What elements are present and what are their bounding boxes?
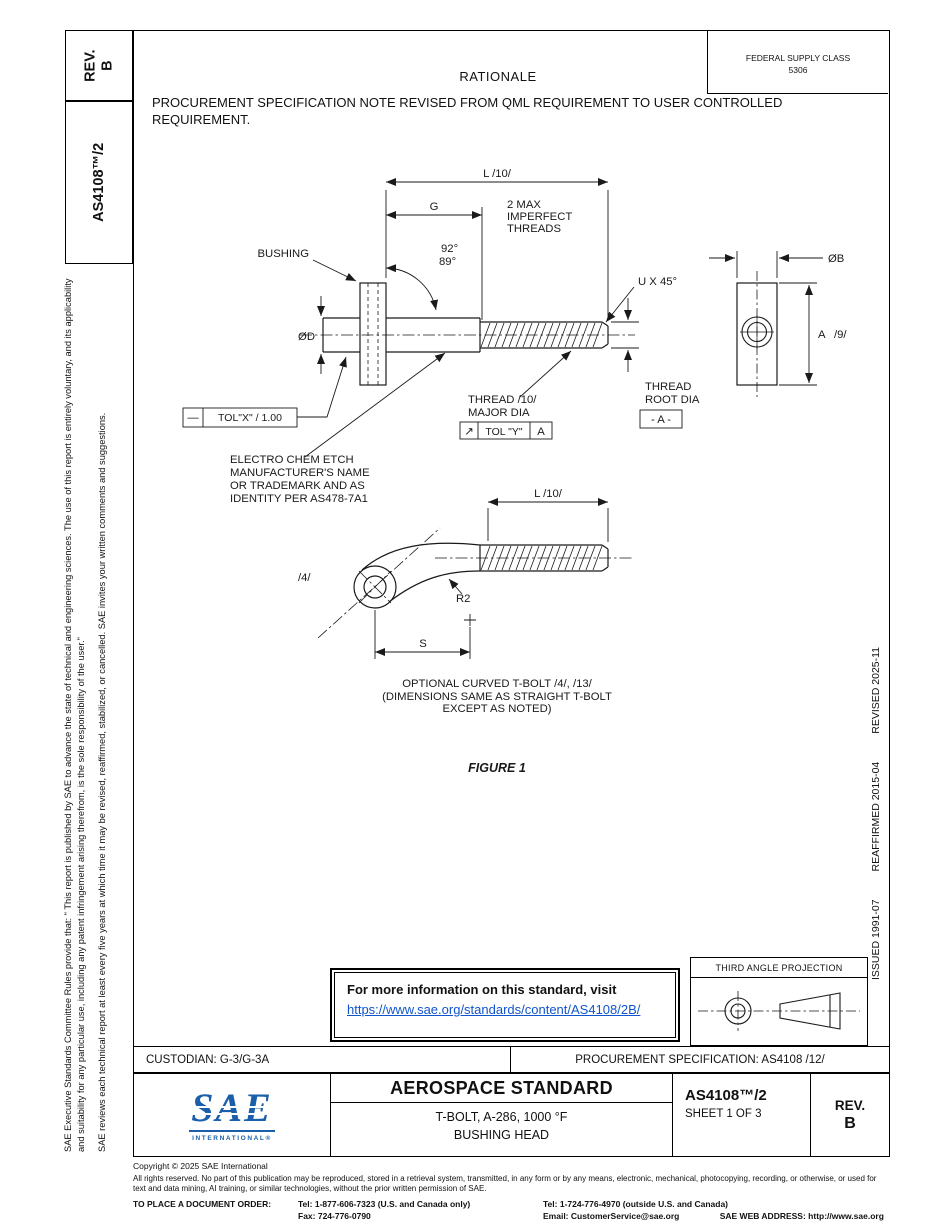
etch-label-2: MANUFACTURER'S NAME [230, 467, 370, 479]
tol-x-label: TOL"X" / 1.00 [218, 412, 282, 424]
revision-history: ISSUED 1991-07 REAFFIRMED 2015-04 REVISE… [870, 615, 886, 980]
left-disclaimer: SAE Executive Standards Committee Rules … [62, 272, 116, 1152]
custodian-label: CUSTODIAN: G-3/G-3A [134, 1047, 511, 1072]
chamfer-label: U X 45° [638, 276, 677, 288]
curved-bolt-outline [317, 527, 632, 639]
federal-supply-class-value: 5306 [788, 64, 808, 75]
dim-length-label: L /10/ [483, 168, 512, 180]
rev-value: B [98, 60, 115, 72]
end-view [709, 251, 823, 397]
imperfect-threads-label-3: THREADS [507, 223, 561, 235]
end-view-labels: ØB A /9/ [818, 253, 847, 341]
tel-us: Tel: 1-877-606-7323 (U.S. and Canada onl… [298, 1198, 471, 1209]
email: Email: CustomerService@sae.org [543, 1211, 680, 1222]
dim-g-label: G [430, 201, 439, 213]
copyright-text: Copyright © 2025 SAE International [133, 1161, 268, 1171]
more-info-box: For more information on this standard, v… [330, 968, 680, 1042]
sheet-number: SHEET 1 OF 3 [685, 1108, 762, 1120]
curved-bolt-dimensions [374, 498, 609, 659]
federal-supply-class-label: FEDERAL SUPPLY CLASS [745, 53, 851, 63]
procurement-spec-label: PROCUREMENT SPECIFICATION: AS4108 /12/ [575, 1053, 825, 1066]
order-label: TO PLACE A DOCUMENT ORDER: [133, 1198, 272, 1209]
doc-number-box: AS4108™/2 [65, 100, 133, 264]
standard-link[interactable]: https://www.sae.org/standards/content/AS… [347, 1002, 641, 1017]
rationale-title: RATIONALE [459, 69, 537, 84]
sae-logo-bar [189, 1129, 275, 1133]
tel-intl: Tel: 1-724-776-4970 (outside U.S. and Ca… [543, 1198, 729, 1209]
standard-title-line2: BUSHING HEAD [453, 1127, 550, 1142]
disclaimer-paragraph-1: SAE Executive Standards Committee Rules … [63, 278, 87, 1152]
sae-logo: SAE INTERNATIONAL® [134, 1074, 331, 1156]
optional-note-2: (DIMENSIONS SAME AS STRAIGHT T-BOLT [382, 691, 612, 703]
revision-label: REV. [834, 1097, 866, 1113]
figure-caption: FIGURE 1 [468, 761, 526, 775]
etch-label-3: OR TRADEMARK AND AS [230, 480, 365, 492]
third-angle-projection-icon [698, 991, 860, 1031]
third-angle-projection-box: THIRD ANGLE PROJECTION [690, 957, 868, 1046]
optional-note-1: OPTIONAL CURVED T-BOLT /4/, /13/ [402, 678, 592, 690]
thread-major-label-1: THREAD /10/ [468, 394, 537, 406]
dia-d-label: ØD [298, 331, 315, 343]
runout-symbol-icon: ↗ [464, 426, 473, 438]
revision-value: B [844, 1114, 856, 1132]
revised-date: REVISED 2025-11 [870, 646, 882, 734]
rev-box: REV. B [65, 30, 133, 102]
dim-a-label: A [818, 329, 826, 341]
disclaimer-paragraph-2: SAE reviews each technical report at lea… [96, 412, 107, 1152]
rev-label: REV. [82, 49, 99, 83]
sae-logo-text: SAE [185, 1084, 279, 1130]
runout-tol-label: TOL "Y" [485, 426, 522, 438]
straight-bolt-labels: L /10/ G 2 MAX IMPERFECT THREADS BUSHING… [187, 168, 700, 505]
imperfect-threads-label-2: IMPERFECT [507, 211, 572, 223]
standard-title-cell: AEROSPACE STANDARD T-BOLT, A-286, 1000 °… [331, 1074, 673, 1156]
rights-text: All rights reserved. No part of this pub… [133, 1173, 877, 1193]
thread-major-label-2: MAJOR DIA [468, 407, 530, 419]
contact-block: TO PLACE A DOCUMENT ORDER: Tel: 1-877-60… [133, 1199, 890, 1222]
bushing-label: BUSHING [258, 248, 309, 260]
optional-note-3: EXCEPT AS NOTED) [442, 703, 551, 715]
angle-92-label: 92° [441, 243, 458, 255]
straightness-symbol-icon: — [187, 412, 199, 424]
document-number-cell: AS4108™/2 SHEET 1 OF 3 [673, 1074, 811, 1156]
radius-label: R2 [456, 593, 470, 605]
runout-datum-label: A [537, 426, 545, 438]
document-number: AS4108™/2 [685, 1087, 767, 1104]
projection-label: THIRD ANGLE PROJECTION [691, 958, 867, 978]
etch-label-4: IDENTITY PER AS478-7A1 [230, 493, 368, 505]
doc-number-vertical: AS4108™/2 [90, 142, 107, 222]
dia-b-label: ØB [828, 253, 844, 265]
issued-date: ISSUED 1991-07 [870, 899, 882, 980]
angle-89-label: 89° [439, 256, 456, 268]
web-address: SAE WEB ADDRESS: http://www.sae.org [719, 1211, 884, 1222]
curved-note-label: /4/ [298, 572, 311, 584]
thread-root-label-1: THREAD [645, 381, 691, 393]
standard-title-line1: T-BOLT, A-286, 1000 °F [435, 1110, 568, 1124]
standard-type: AEROSPACE STANDARD [331, 1074, 672, 1103]
footer: Copyright © 2025 SAE International All r… [133, 1161, 890, 1222]
figure-1-drawing: L /10/ G 2 MAX IMPERFECT THREADS BUSHING… [182, 168, 847, 775]
custodian-row: CUSTODIAN: G-3/G-3A PROCUREMENT SPECIFIC… [133, 1046, 890, 1073]
curved-bolt-labels: L /10/ /4/ R2 S [298, 488, 563, 650]
imperfect-threads-label-1: 2 MAX [507, 199, 541, 211]
dim-a-note-label: /9/ [834, 329, 847, 341]
reaffirmed-date: REAFFIRMED 2015-04 [870, 761, 882, 872]
sae-logo-subtext: INTERNATIONAL® [192, 1135, 272, 1143]
figure-notes: OPTIONAL CURVED T-BOLT /4/, /13/ (DIMENS… [382, 678, 612, 775]
thread-root-label-2: ROOT DIA [645, 394, 700, 406]
dim-s-label: S [419, 638, 427, 650]
straight-bolt-dimensions [182, 178, 683, 458]
federal-supply-class-box: FEDERAL SUPPLY CLASS 5306 [707, 31, 888, 94]
dim-length-curved-label: L /10/ [534, 488, 563, 500]
datum-a-label: - A - [651, 414, 671, 426]
fax: Fax: 724-776-0790 [298, 1211, 371, 1222]
revision-cell: REV. B [811, 1074, 889, 1156]
more-info-text: For more information on this standard, v… [347, 982, 617, 997]
etch-label-1: ELECTRO CHEM ETCH [230, 454, 354, 466]
rationale-text: PROCUREMENT SPECIFICATION NOTE REVISED F… [152, 95, 783, 127]
title-block: SAE INTERNATIONAL® AEROSPACE STANDARD T-… [133, 1073, 890, 1157]
straight-bolt-outline [300, 282, 635, 386]
